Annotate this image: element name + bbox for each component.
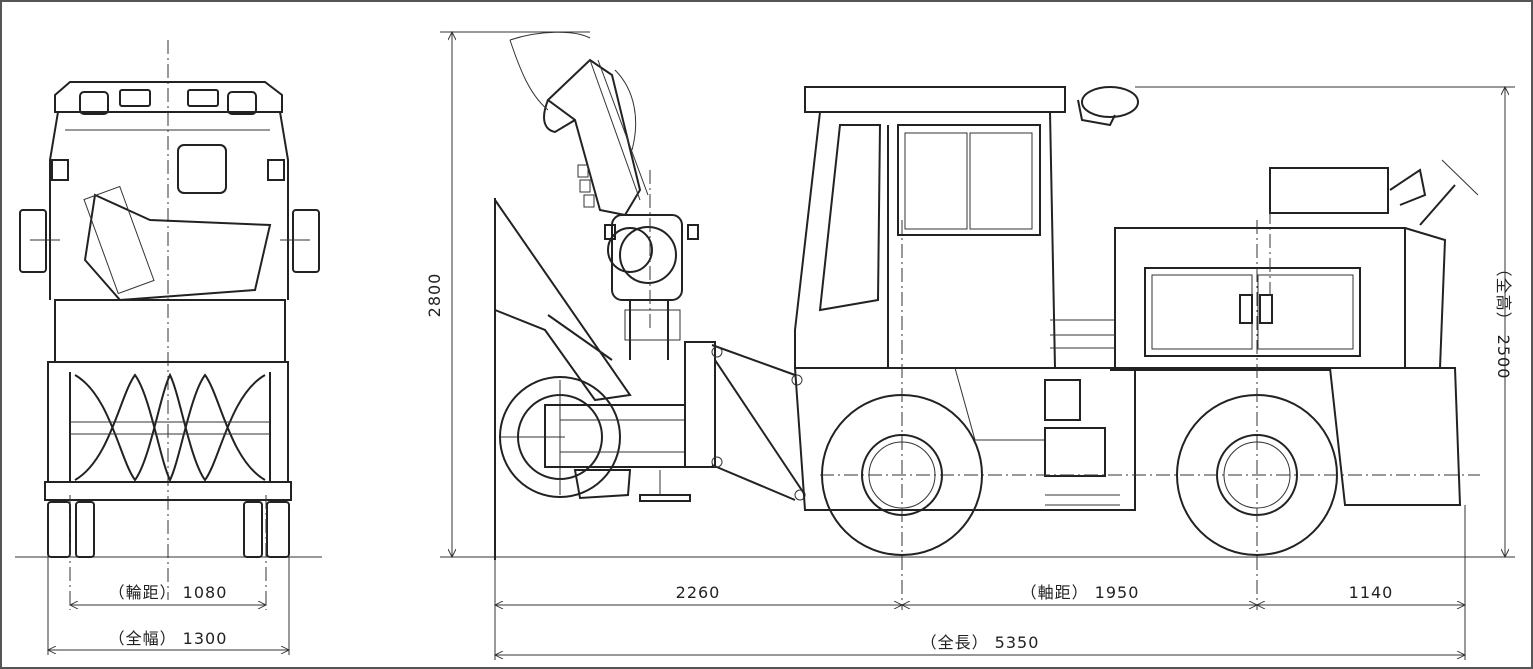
- front-overhang-dimension: 2260: [495, 583, 902, 605]
- overall-height-dimension: （全高） 2500: [1494, 87, 1513, 557]
- rear-overhang-dimension: 1140: [1257, 583, 1465, 605]
- side-view: [440, 31, 1515, 610]
- overall-length-dimension: （全長） 5350: [495, 633, 1465, 655]
- max-height-dimension: 2800: [425, 32, 452, 557]
- wheelbase-label: （軸距） 1950: [1021, 583, 1140, 602]
- overall-width-label: （全幅） 1300: [109, 629, 228, 648]
- front-view: [15, 40, 322, 655]
- extension-lines: [440, 31, 1515, 660]
- track-label: （輪距） 1080: [109, 583, 228, 602]
- overall-height-label: （全高） 2500: [1494, 261, 1513, 380]
- rear-overhang-label: 1140: [1349, 583, 1394, 602]
- max-height-label: 2800: [425, 273, 444, 318]
- overall-width-dimension: （全幅） 1300: [48, 629, 289, 650]
- front-overhang-label: 2260: [676, 583, 721, 602]
- track-dimension: （輪距） 1080: [70, 583, 266, 605]
- overall-length-label: （全長） 5350: [921, 633, 1040, 652]
- wheelbase-dimension: （軸距） 1950: [902, 583, 1257, 605]
